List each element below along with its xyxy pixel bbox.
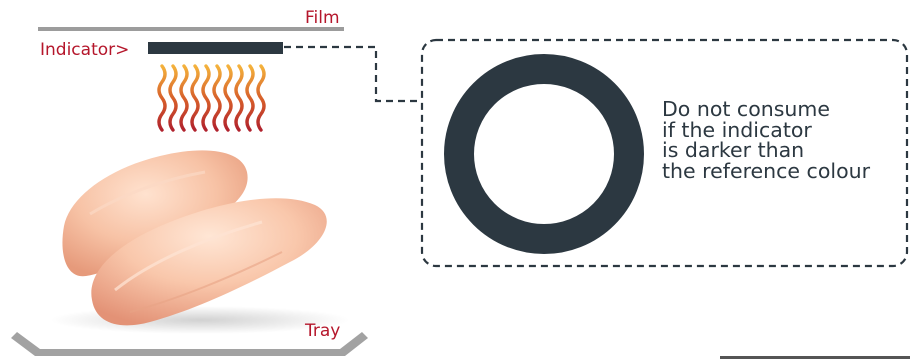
tray-label: Tray [305, 321, 340, 341]
edge-fragment [720, 356, 910, 359]
film-label: Film [305, 8, 340, 28]
indicator-label: Indicator> [40, 40, 129, 60]
warning-note: Do not consume if the indicator is darke… [662, 99, 902, 181]
warning-line-4: the reference colour [662, 161, 902, 182]
heat-waves-icon [159, 66, 264, 130]
warning-line-1: Do not consume [662, 99, 902, 120]
warning-line-2: if the indicator [662, 120, 902, 141]
connector-line [284, 47, 422, 101]
indicator-bar [148, 42, 283, 54]
warning-line-3: is darker than [662, 140, 902, 161]
reference-colour-ring [459, 69, 629, 239]
film-line [38, 27, 344, 31]
chicken-breasts-image [50, 150, 350, 334]
